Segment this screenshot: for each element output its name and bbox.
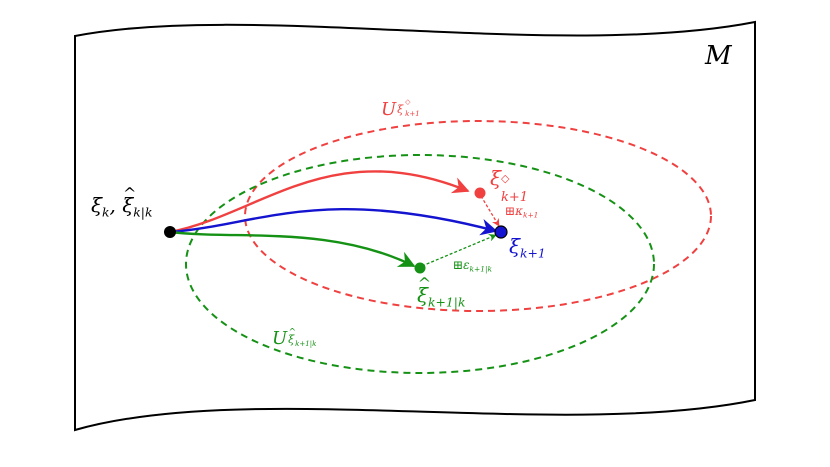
red-region-sub-superscript: ◇ — [405, 98, 411, 106]
green-point-base: ξ — [417, 276, 431, 305]
green-step-subscript: k+1|k — [469, 264, 492, 274]
manifold-label-text: M — [705, 41, 732, 71]
blue-point — [494, 225, 508, 239]
green-correction-arrow — [421, 234, 497, 267]
xi-k-subscript: k — [102, 204, 110, 220]
green-region-subscript: ξ — [288, 329, 296, 345]
manifold-outline — [74, 20, 756, 432]
red-step-op: ⊞ — [505, 204, 516, 218]
green-point-subscript: k+1|k — [428, 294, 466, 310]
red-point-base: ξ — [490, 166, 502, 190]
green-point — [414, 262, 426, 274]
blue-point-label: ξk+1 — [509, 236, 546, 260]
red-correction-arrow — [480, 195, 500, 227]
red-point-superscript: ◇ — [501, 172, 510, 185]
red-step-subscript: k+1 — [522, 210, 539, 220]
blue-point-base: ξ — [509, 234, 521, 258]
green-region-label: Uξk+1|k — [272, 326, 323, 348]
green-region-ellipse — [185, 154, 655, 374]
green-point-label: ξk+1|k — [417, 276, 466, 310]
xi-hat-symbol: ξ — [122, 186, 136, 215]
xi-hat-subscript: k|k — [133, 204, 153, 220]
green-trajectory — [169, 230, 416, 268]
green-step-label: ⊞εk+1|k — [453, 259, 492, 273]
green-region-sub-subscript: k+1|k — [295, 340, 317, 348]
red-step-label: ⊞κk+1 — [505, 205, 538, 219]
blue-trajectory — [169, 208, 498, 236]
start-point — [164, 226, 176, 238]
red-point — [474, 187, 486, 199]
start-point-label: ξk, ξk|k — [91, 186, 153, 220]
xi-k-symbol: ξ — [91, 193, 103, 217]
red-region-base: U — [381, 99, 397, 120]
manifold-label: M — [705, 43, 732, 69]
red-point-label: ξ◇ k+1 — [490, 166, 528, 204]
green-region-base: U — [272, 328, 288, 349]
red-step-base: κ — [515, 204, 523, 218]
red-region-ellipse — [244, 120, 712, 312]
red-region-sub-subscript: k+1 — [405, 110, 420, 118]
label-separator: , — [109, 193, 116, 217]
blue-point-subscript: k+1 — [520, 245, 546, 261]
red-region-subscript: ξ — [397, 103, 404, 116]
red-point-subscript: k+1 — [501, 190, 529, 205]
green-step-base: ε — [463, 258, 470, 272]
red-trajectory — [169, 170, 470, 234]
green-step-op: ⊞ — [453, 258, 464, 272]
